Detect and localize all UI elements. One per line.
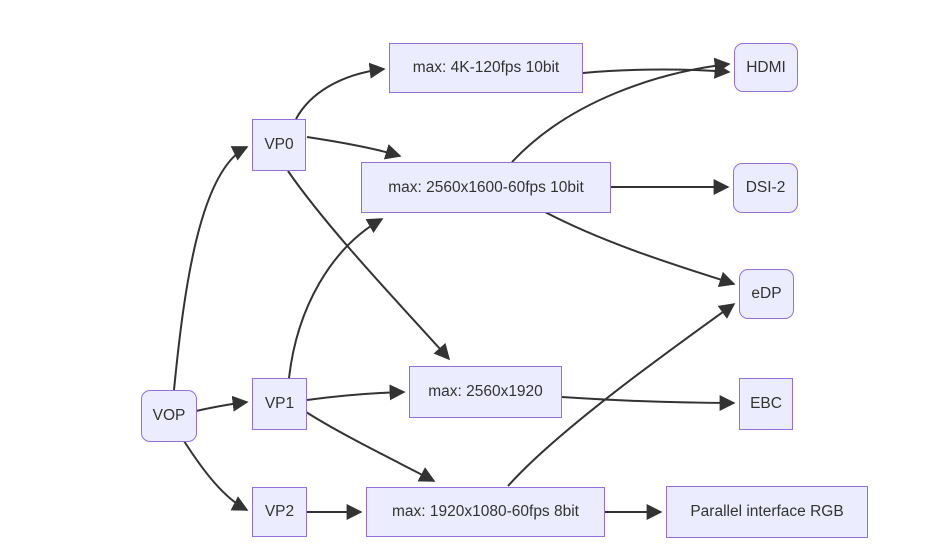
edge-vop-to-vp2 (183, 440, 249, 511)
edge-vp1-to-max-1920x1080 (305, 411, 436, 482)
edge-vp0-to-max-4k (295, 62, 386, 120)
node-vop: VOP (141, 390, 197, 442)
edge-vop-to-vp0 (173, 146, 249, 391)
node-vp0: VP0 (252, 119, 306, 171)
edge-vop-to-vp1 (195, 395, 249, 412)
edge-max-2560x1600-to-edp (544, 211, 736, 288)
node-hdmi: HDMI (734, 43, 798, 92)
node-max-4k-120fps-10bit: max: 4K-120fps 10bit (389, 43, 583, 93)
edge-vp1-to-max-2560x1600 (288, 218, 384, 379)
node-edp: eDP (739, 269, 794, 319)
edge-max-4k-to-hdmi (582, 62, 731, 79)
node-vp2: VP2 (252, 487, 307, 537)
node-max-1920x1080-60fps-8bit: max: 1920x1080-60fps 8bit (366, 487, 605, 537)
node-dsi-2: DSI-2 (733, 163, 798, 213)
node-max-2560x1920: max: 2560x1920 (409, 366, 562, 418)
edge-max-2560x1920-to-ebc (561, 394, 736, 411)
edge-vp0-to-max-2560x1920 (287, 170, 451, 361)
node-vp1: VP1 (252, 378, 307, 430)
edge-max-1920x1080-to-edp (507, 303, 736, 487)
edge-vp0-to-max-2560x1600 (306, 136, 402, 160)
node-ebc: EBC (739, 378, 793, 430)
node-parallel-interface-rgb: Parallel interface RGB (666, 486, 868, 538)
edge-max-2560x1600-to-hdmi (511, 57, 731, 163)
edge-vp1-to-max-2560x1920 (306, 384, 406, 401)
node-max-2560x1600-60fps-10bit: max: 2560x1600-60fps 10bit (361, 162, 611, 213)
